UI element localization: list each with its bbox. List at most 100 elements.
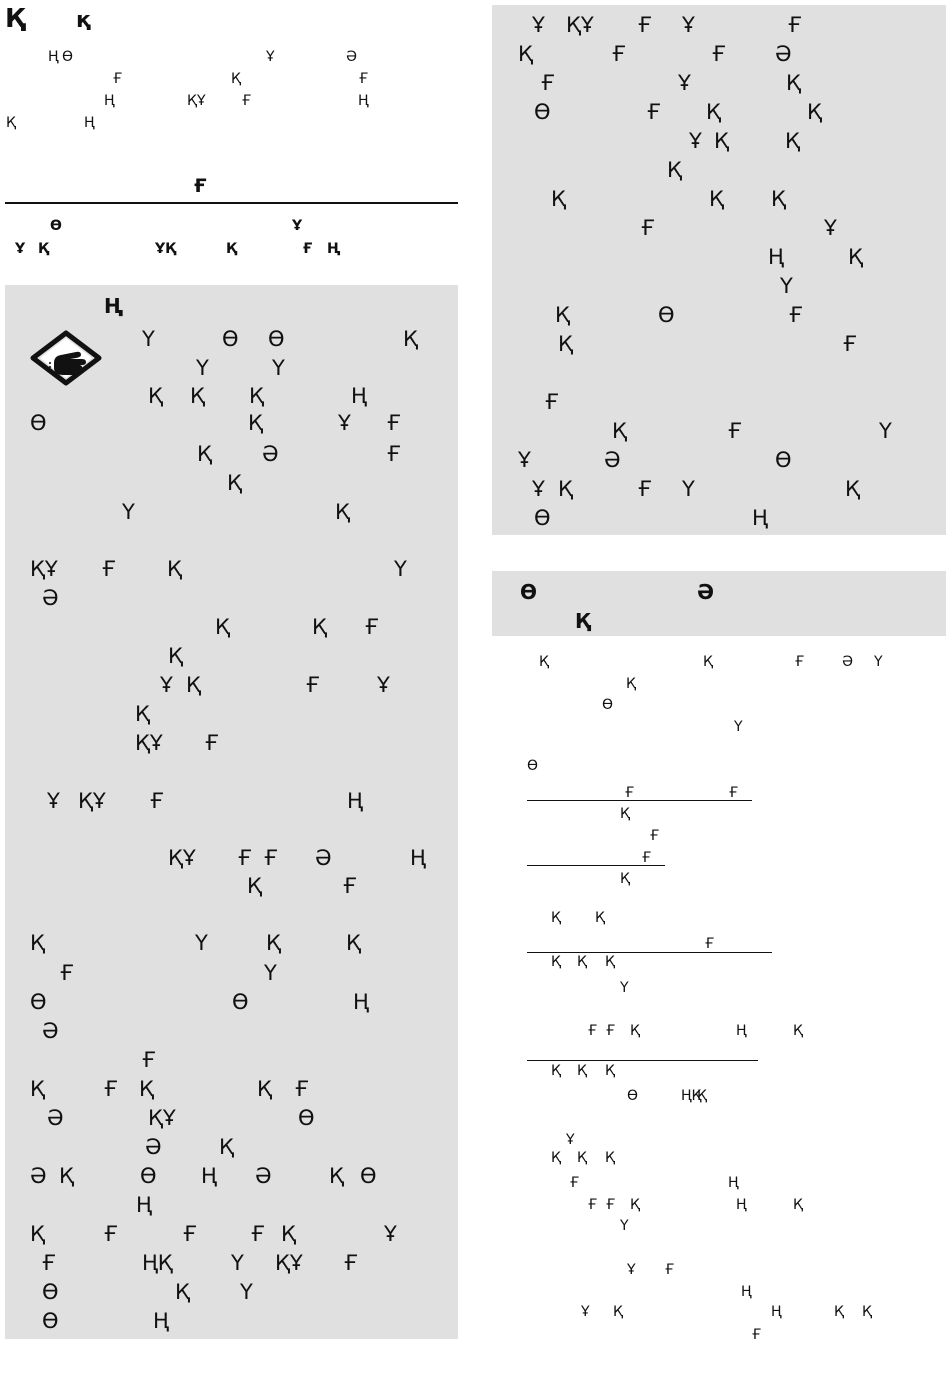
panel-text: ҚҰ [78,789,106,813]
list-text: Ұ [581,1304,590,1320]
panel-text: Қ [167,557,182,581]
panel-text: Ө [30,411,47,435]
list-text: Қ [613,1304,623,1320]
page-title: Қ [5,4,26,34]
list-text: Ғ [642,850,652,866]
list-text: Қ [577,954,587,970]
panel-text: Қ [555,303,570,327]
panel-text: Ү [272,356,285,380]
list-divider [527,800,752,801]
intro-text: Ғ [113,71,123,87]
panel-text: ҢҚ [142,1251,173,1275]
panel-text: Ғ [387,411,402,435]
panel-text: Қ [148,384,163,408]
panel-text: Ү [231,1251,244,1275]
panel-text: Қ [706,100,721,124]
panel-text: Ү [682,477,695,501]
page-title: қ [76,8,91,33]
panel-text: Ғ [150,789,165,813]
list-text: Қ [551,910,561,926]
panel-text: Ғ [788,13,803,37]
panel-text: Қ [139,1077,154,1101]
list-text: Ғ [625,785,635,801]
panel-text: Ғ [142,1048,157,1072]
panel-text: Ү [142,327,155,351]
panel-text: Ң [201,1164,217,1188]
panel-text: Ң [752,506,768,530]
section-text: Ң [327,241,341,257]
intro-text: Ғ [359,71,369,87]
panel-text: Ұ [689,129,702,153]
list-text: Қ [577,1063,587,1079]
panel-text: Ұ [47,789,60,813]
panel-text: Ә [47,1106,64,1130]
list-text: Ң [741,1284,752,1300]
panel-text: Ұ [518,448,531,472]
panel-text: ҚҰ [148,1106,176,1130]
panel-text: ҚҰ [135,731,163,755]
panel-text: Қ [346,931,361,955]
section-text: Қ [226,241,237,257]
panel-text: Қ [215,615,230,639]
panel-text: Қ [558,332,573,356]
list-text: Ғ [588,1023,598,1039]
panel-text: Ғ [183,1222,198,1246]
panel-text: Ә [604,448,621,472]
panel-text: Қ [312,615,327,639]
panel-text: Ғ [104,1222,119,1246]
panel-text: Ғ [205,731,220,755]
hand-warning-icon [30,330,102,386]
panel-text: Ү [264,961,277,985]
panel-text: Ғ [102,557,117,581]
panel-text: Қ [257,1077,272,1101]
panel-text: Ұ [532,13,545,37]
panel-text: Ә [315,846,332,870]
intro-text: Ө [62,49,74,65]
panel-text: Ғ [344,1251,359,1275]
panel-text: Ү [240,1280,253,1304]
intro-text: Ғ [242,93,252,109]
panel-text: Ұ [682,13,695,37]
list-text: Ғ [752,1327,762,1343]
list-divider [527,1060,758,1061]
intro-text: Ұ [266,49,275,65]
list-text: Қ [630,1197,640,1213]
list-text: Ғ [665,1262,675,1278]
panel-text: Ә [30,1164,47,1188]
panel-text: Ғ [638,477,653,501]
intro-text: Қ [6,115,16,131]
panel-text: Қ [785,129,800,153]
panel-text: Ұ [384,1222,397,1246]
list-text: Ғ [606,1023,616,1039]
panel-text: Ө [775,448,792,472]
list-text: Ғ [729,785,739,801]
panel-text: Ғ [641,216,656,240]
section-text: Ө [50,218,62,234]
panel-text: Ң [768,245,784,269]
panel-text: Ө [534,506,551,530]
section-text: Ә [842,654,854,670]
panel-text: Ө [30,990,47,1014]
list-text: Қ [862,1304,872,1320]
panel-text: Ң [410,846,426,870]
panel-text: Ң [347,789,363,813]
section-text: Ұ [15,241,26,257]
panel-text: Қ [30,1077,45,1101]
panel-text: Қ [30,1222,45,1246]
panel-title: Ң [104,294,124,318]
section-text: Ө [602,697,614,713]
panel-text: Ғ [264,846,279,870]
panel-text: Қ [248,411,263,435]
panel-text: Қ [247,874,262,898]
panel-text: Ғ [251,1222,266,1246]
section-heading: Қ [575,609,591,633]
panel-text: Ө [360,1164,377,1188]
list-text: Ғ [606,1197,616,1213]
panel-text: Ғ [545,390,560,414]
panel-text: ҚҰ [275,1251,303,1275]
panel-text: Қ [227,471,242,495]
panel-text: Қ [709,187,724,211]
panel-text: Ә [775,42,792,66]
panel-text: Қ [771,187,786,211]
list-text: Қ [551,1150,561,1166]
